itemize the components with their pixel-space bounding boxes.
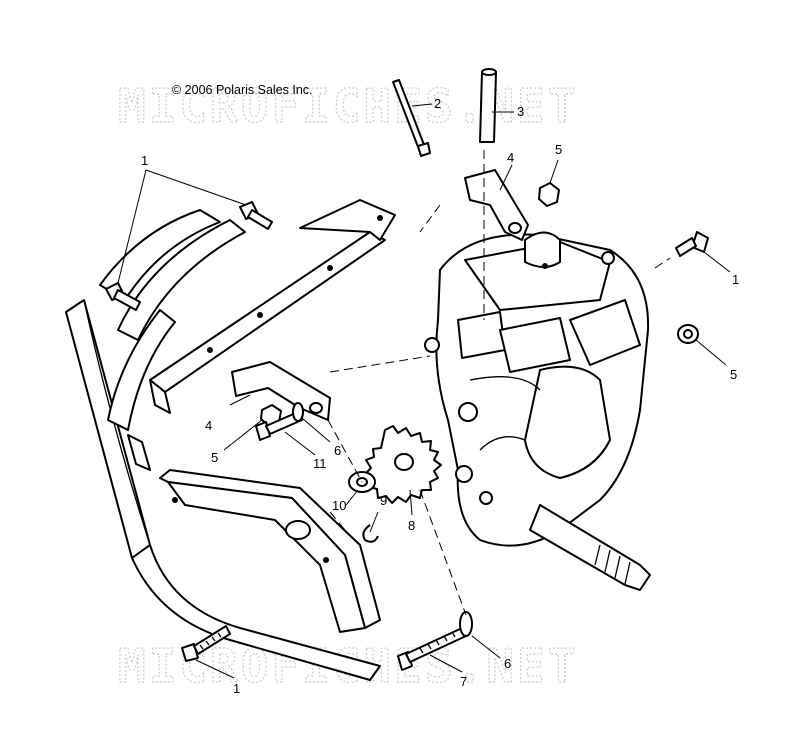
upper-cross-bracket (149, 199, 396, 414)
callout-washer-mid: 6 (334, 443, 341, 458)
callout-bolt-long: 7 (460, 674, 467, 689)
pin-rod (479, 68, 497, 143)
drive-sprocket (364, 425, 442, 504)
callout-bolt-mid: 11 (313, 456, 327, 471)
long-bolt (392, 79, 431, 157)
leader-lines (117, 103, 731, 679)
bolt-long-bottom (397, 611, 473, 671)
assembly-line-washer (327, 419, 363, 483)
mount-bracket-lower (231, 361, 331, 421)
assembly-line-bracket (329, 355, 431, 373)
nut-right (677, 324, 699, 344)
mount-bracket-upper (464, 169, 529, 241)
callout-spacer: 10 (332, 498, 346, 513)
bolt-right (675, 231, 709, 257)
assembly-line-upper (419, 204, 441, 233)
callout-bracket-upper: 4 (507, 150, 514, 165)
assembly-line-plate (329, 511, 346, 531)
copyright-text: © 2006 Polaris Sales Inc. (172, 83, 313, 97)
assembly-line-bolt-right (654, 257, 671, 269)
nut-upper (538, 182, 560, 207)
callout-sprocket: 8 (408, 518, 415, 533)
callout-snap-ring: 9 (380, 493, 387, 508)
bolt-upper-left-a (239, 201, 273, 230)
frame-rails (65, 209, 381, 681)
lower-side-plate (159, 469, 381, 633)
callout-bolt-bottom: 1 (233, 681, 240, 696)
assembly-line-sprocket (419, 489, 467, 616)
callout-bracket-lower: 4 (205, 418, 212, 433)
snap-ring (362, 524, 379, 543)
callout-nut-upper: 5 (555, 142, 562, 157)
callout-long-bolt: 2 (434, 96, 441, 111)
callout-bolt-upper: 1 (141, 153, 148, 168)
callout-nut-left: 5 (211, 450, 218, 465)
bolt-mid (255, 402, 304, 441)
bolt-upper-left-b (105, 282, 141, 311)
bolt-bottom (181, 625, 231, 662)
callout-pin: 3 (517, 104, 524, 119)
callout-bolt-right: 1 (732, 272, 739, 287)
gearbox (424, 231, 651, 591)
watermark-top: MICROFICHES.NET (118, 79, 578, 133)
callout-washer-bottom: 6 (504, 656, 511, 671)
callout-nut-right: 5 (730, 367, 737, 382)
